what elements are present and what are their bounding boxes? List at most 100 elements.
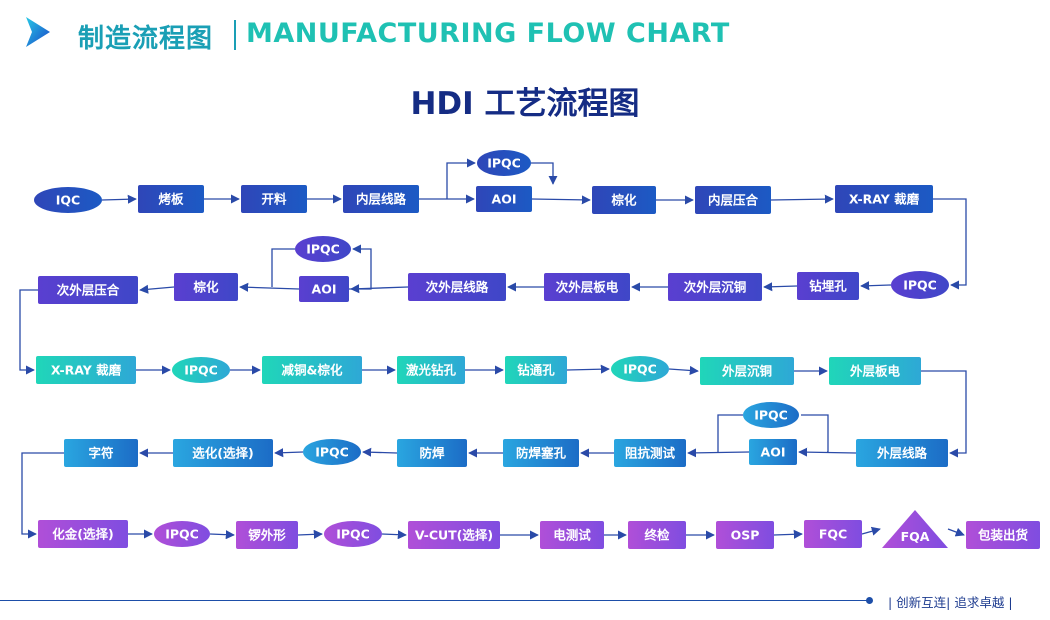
flow-arrow bbox=[239, 282, 300, 292]
footer-dot bbox=[866, 597, 873, 604]
process-node-row2-8-label: 次外层压合 bbox=[57, 283, 120, 298]
flow-arrow bbox=[668, 365, 699, 375]
process-node-row4-6-shape bbox=[303, 439, 361, 465]
flow-arrow bbox=[297, 529, 323, 539]
process-node-row4-7-label: 选化(选择) bbox=[192, 446, 253, 461]
process-node-row3-2-label: IPQC bbox=[184, 363, 218, 378]
process-node-row1-7: 内层压合 bbox=[695, 186, 771, 214]
process-node-row5-2-shape bbox=[154, 521, 210, 547]
process-node-row2-4-shape bbox=[544, 273, 630, 301]
flow-arrow bbox=[381, 530, 407, 540]
process-node-row2-2-shape bbox=[797, 272, 859, 300]
process-node-row4-1-label: 外层线路 bbox=[876, 446, 928, 461]
process-node-row1-7-shape bbox=[695, 186, 771, 214]
process-node-row3-2: IPQC bbox=[172, 357, 230, 383]
flow-arrow bbox=[531, 162, 558, 185]
process-node-row4-5: 防焊 bbox=[397, 439, 467, 467]
process-node-row5-3-label: 锣外形 bbox=[248, 528, 286, 543]
flow-arrow bbox=[271, 248, 295, 287]
process-node-row3-4: 激光钻孔 bbox=[397, 356, 465, 384]
process-node-row4-branch-shape bbox=[743, 402, 799, 428]
process-node-row2-6-shape bbox=[299, 276, 349, 302]
process-node-row2-branch: IPQC bbox=[295, 236, 351, 262]
process-node-row3-5: 钻通孔 bbox=[505, 356, 567, 384]
process-node-row3-4-shape bbox=[397, 356, 465, 384]
chart-title: HDI 工艺流程图 bbox=[410, 86, 640, 122]
process-node-row5-2-label: IPQC bbox=[165, 527, 199, 542]
flow-arrow bbox=[801, 414, 829, 453]
process-node-row4-2-shape bbox=[749, 439, 797, 465]
process-node-row3-5-shape bbox=[505, 356, 567, 384]
process-node-row4-4-label: 防焊塞孔 bbox=[516, 446, 567, 461]
flow-arrow bbox=[773, 529, 803, 539]
process-node-row5-7-label: 终检 bbox=[644, 528, 670, 543]
process-node-row5-9-shape bbox=[804, 520, 862, 548]
process-node-row3-2-shape bbox=[172, 357, 230, 383]
process-node-row3-5-label: 钻通孔 bbox=[517, 363, 555, 378]
process-node-row4-2-label: AOI bbox=[761, 445, 786, 460]
process-node-row4-1-shape bbox=[856, 439, 948, 467]
process-node-row2-branch-label: IPQC bbox=[306, 242, 340, 257]
process-node-row5-5: V-CUT(选择) bbox=[408, 521, 500, 549]
footer-slogan: | 创新互连| 追求卓越 | bbox=[888, 595, 1013, 610]
process-node-row5-4-shape bbox=[324, 521, 382, 547]
process-node-row3-4-label: 激光钻孔 bbox=[406, 363, 457, 378]
process-node-row4-2: AOI bbox=[749, 439, 797, 465]
flow-arrow bbox=[531, 195, 591, 205]
flow-arrow bbox=[763, 282, 798, 292]
process-node-row4-6: IPQC bbox=[303, 439, 361, 465]
process-node-row1-5-shape bbox=[476, 186, 532, 212]
process-node-row2-7: 棕化 bbox=[174, 273, 238, 301]
process-node-row4-4: 防焊塞孔 bbox=[503, 439, 579, 467]
flow-arrow bbox=[21, 452, 64, 539]
process-node-row5-4-label: IPQC bbox=[336, 527, 370, 542]
process-node-row2-2-label: 钻埋孔 bbox=[809, 279, 847, 294]
flow-arrow bbox=[362, 447, 398, 457]
flow-arrow bbox=[209, 530, 235, 540]
process-node-row5-1-label: 化金(选择) bbox=[52, 527, 113, 542]
process-node-row5-7: 终检 bbox=[628, 521, 686, 549]
process-node-row5-6-shape bbox=[540, 521, 604, 549]
process-node-row5-8-label: OSP bbox=[731, 528, 760, 543]
process-node-row5-8: OSP bbox=[716, 521, 774, 549]
process-node-row5-1-shape bbox=[38, 520, 128, 548]
process-node-row5-9-label: FQC bbox=[819, 527, 847, 542]
brand-logo-icon bbox=[26, 17, 50, 47]
process-node-row4-3-shape bbox=[614, 439, 686, 467]
flow-arrow bbox=[139, 284, 175, 294]
process-node-row3-7: 外层沉铜 bbox=[700, 357, 794, 385]
process-node-row3-7-label: 外层沉铜 bbox=[721, 364, 772, 379]
process-node-row4-1: 外层线路 bbox=[856, 439, 948, 467]
process-node-row5-7-shape bbox=[628, 521, 686, 549]
process-node-row5-3-shape bbox=[236, 521, 298, 549]
process-node-row2-5-shape bbox=[408, 273, 506, 301]
process-node-row1-8-label: X-RAY 裁磨 bbox=[849, 192, 920, 207]
process-node-row1-7-label: 内层压合 bbox=[708, 193, 759, 208]
process-node-row1-1: IQC bbox=[34, 187, 102, 213]
process-node-row3-1-shape bbox=[36, 356, 136, 384]
process-node-row2-7-shape bbox=[174, 273, 238, 301]
process-node-row3-6-label: IPQC bbox=[623, 362, 657, 377]
process-node-row1-3: 开料 bbox=[241, 185, 307, 213]
process-node-row5-11: 包装出货 bbox=[966, 521, 1040, 549]
footer-line bbox=[0, 600, 870, 601]
process-node-row3-8-shape bbox=[829, 357, 921, 385]
process-node-row4-branch: IPQC bbox=[743, 402, 799, 428]
process-node-row1-2: 烤板 bbox=[138, 185, 204, 213]
process-node-row1-branch-shape bbox=[477, 150, 531, 176]
process-node-row3-7-shape bbox=[700, 357, 794, 385]
process-node-row1-5-label: AOI bbox=[492, 192, 517, 207]
process-node-row3-1-label: X-RAY 裁磨 bbox=[51, 363, 122, 378]
process-node-row2-5: 次外层线路 bbox=[408, 273, 506, 301]
process-node-row2-4: 次外层板电 bbox=[544, 273, 630, 301]
process-node-row2-7-label: 棕化 bbox=[192, 280, 219, 295]
process-node-row1-4-label: 内层线路 bbox=[356, 192, 407, 207]
process-node-row2-branch-shape bbox=[295, 236, 351, 262]
flow-arrow bbox=[717, 414, 743, 452]
process-node-row1-4: 内层线路 bbox=[343, 185, 419, 213]
process-node-row2-8-shape bbox=[38, 276, 138, 304]
process-node-row4-4-shape bbox=[503, 439, 579, 467]
process-node-row4-6-label: IPQC bbox=[315, 445, 349, 460]
process-node-row4-7: 选化(选择) bbox=[173, 439, 273, 467]
